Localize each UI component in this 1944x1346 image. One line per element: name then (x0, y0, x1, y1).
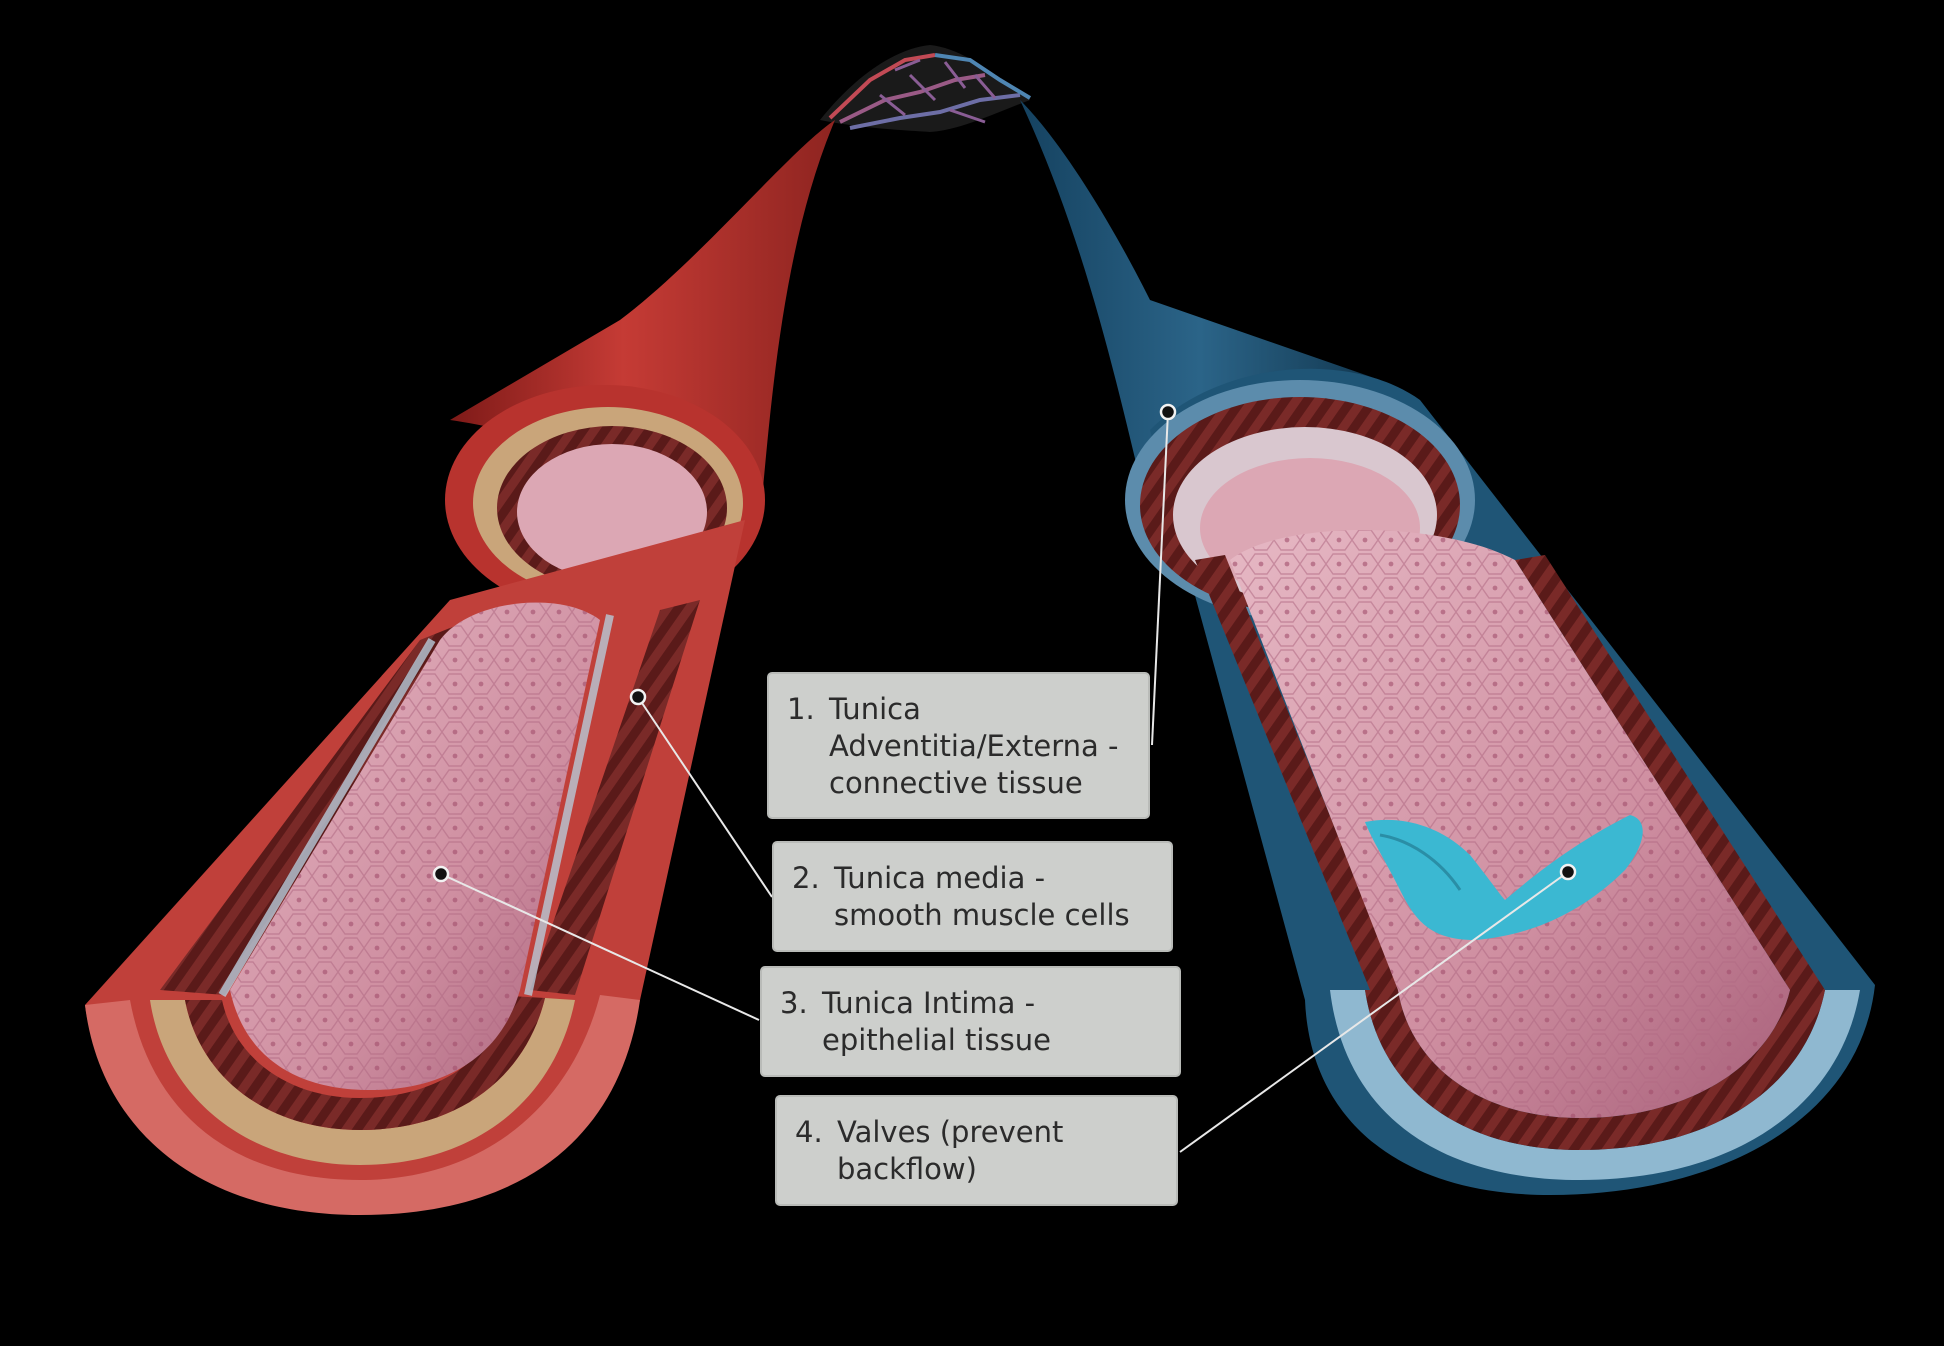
label-tunica-adventitia: 1. Tunica Adventitia/Externa - connectiv… (767, 672, 1150, 819)
leader-dot-2 (629, 688, 647, 706)
label-tunica-media: 2. Tunica media - smooth muscle cells (772, 841, 1173, 952)
artery (85, 120, 835, 1215)
leader-line-2 (637, 696, 773, 898)
label-text: Tunica Intima - epithelial tissue (822, 986, 1051, 1057)
leader-dot-4 (1559, 863, 1577, 881)
label-text: Tunica Adventitia/Externa - connective t… (829, 692, 1119, 800)
label-text: Tunica media - smooth muscle cells (834, 861, 1130, 932)
leader-dot-1 (1159, 403, 1177, 421)
vein (1020, 100, 1875, 1195)
label-number: 2. (792, 861, 820, 895)
valve-flap (1365, 815, 1643, 940)
leader-dots (432, 403, 1577, 883)
label-number: 4. (795, 1115, 823, 1149)
label-number: 3. (780, 986, 808, 1020)
leader-lines (440, 411, 1569, 1153)
label-text: Valves (prevent backflow) (837, 1115, 1064, 1186)
label-valves: 4. Valves (prevent backflow) (775, 1095, 1178, 1206)
leader-line-1 (1151, 411, 1169, 746)
leader-line-4 (1179, 871, 1569, 1153)
leader-dot-3 (432, 865, 450, 883)
leader-line-3 (440, 873, 760, 1021)
capillary-bed (820, 45, 1032, 132)
label-tunica-intima: 3. Tunica Intima - epithelial tissue (760, 966, 1181, 1077)
label-number: 1. (787, 692, 815, 726)
